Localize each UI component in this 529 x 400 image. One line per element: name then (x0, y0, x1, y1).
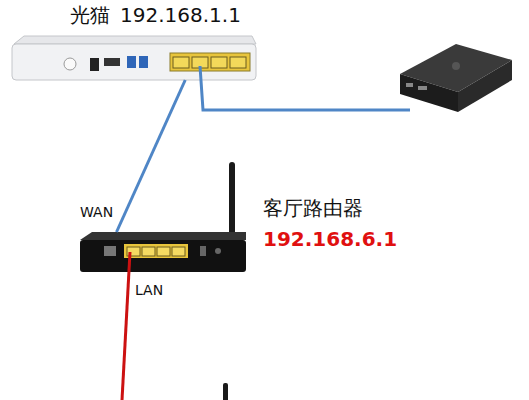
antenna (223, 383, 228, 400)
optical-modem-node: 光猫192.168.1.1 (12, 36, 256, 80)
router (80, 162, 246, 272)
port-label: WAN (80, 204, 113, 221)
router-node: 客厅路由器192.168.6.1 (80, 232, 246, 272)
port-label: LAN (135, 282, 163, 299)
optical-modem (12, 36, 256, 80)
device-name: 光猫 (70, 3, 110, 27)
ip-address: 192.168.6.1 (263, 227, 397, 251)
network-cable (122, 252, 130, 400)
device-name: 客厅路由器 (263, 196, 363, 220)
tv-box (400, 44, 512, 112)
ip-address: 192.168.1.1 (120, 3, 241, 27)
network-cable (117, 80, 186, 232)
network-cable (200, 66, 410, 110)
